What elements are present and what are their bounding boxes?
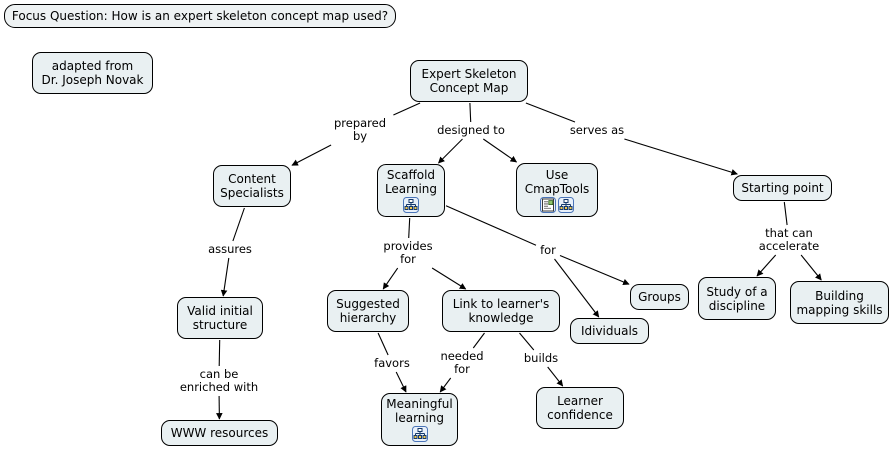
edge-link-to-needed-for	[472, 332, 485, 349]
concept-node-label: Valid initial structure	[187, 304, 253, 332]
edge-that-can-accelerate-to-study-of-a-discipline	[756, 254, 777, 277]
credit-box[interactable]: adapted from Dr. Joseph Novak	[32, 52, 153, 94]
concept-node-label: Suggested hierarchy	[336, 297, 400, 325]
edge-prepared-by-to-content-specialists	[291, 144, 332, 166]
edge-label-needed-for[interactable]: needed for	[440, 349, 484, 376]
concept-node-label: Study of a discipline	[706, 284, 768, 313]
edge-provides-for-to-suggested-hierarchy	[382, 267, 399, 290]
edge-link-to-builds	[519, 332, 535, 351]
edge-designed-to-to-use-cmaptools	[482, 138, 518, 163]
concept-map-icon[interactable]	[558, 196, 574, 213]
edge-that-can-accelerate-to-building-mapping-skills	[800, 254, 822, 281]
edge-skeleton-to-prepared-by	[393, 102, 421, 116]
edge-scaffold-learning-to-for	[445, 205, 537, 246]
concept-node-building-mapping-skills[interactable]: Building mapping skills	[790, 281, 889, 324]
concept-node-label: Expert Skeleton Concept Map	[421, 67, 517, 95]
concept-node-suggested-hierarchy[interactable]: Suggested hierarchy	[327, 290, 409, 332]
concept-node-label: Idividuals	[580, 324, 639, 338]
edge-label-that-can-accelerate[interactable]: that can accelerate	[758, 226, 820, 253]
edge-label-favors[interactable]: favors	[374, 356, 410, 370]
concept-node-label: Meaningful learning	[386, 397, 453, 425]
edge-serves-as-to-starting-point	[624, 138, 738, 176]
edge-label-prepared-by[interactable]: prepared by	[333, 116, 387, 143]
focus-question-text: Focus Question: How is an expert skeleto…	[11, 9, 389, 23]
concept-node-valid-initial-structure[interactable]: Valid initial structure	[177, 297, 263, 339]
concept-node-use-cmaptools[interactable]: Use CmapTools	[516, 163, 598, 217]
concept-map-icon[interactable]	[403, 197, 419, 213]
concept-node-label: Learner confidence	[547, 394, 613, 422]
edge-for-to-idividuals	[554, 258, 600, 318]
edge-skeleton-to-designed-to	[469, 102, 472, 123]
edge-suggested-hierarchy-to-favors	[377, 332, 389, 356]
credit-text: adapted from Dr. Joseph Novak	[41, 59, 144, 87]
concept-node-label: Groups	[638, 290, 681, 304]
concept-node-meaningful-learning[interactable]: Meaningful learning	[381, 393, 458, 446]
edge-content-specialists-to-assures	[232, 207, 245, 242]
concept-node-groups[interactable]: Groups	[630, 284, 689, 310]
concept-map-icon[interactable]	[411, 426, 428, 442]
edge-favors-to-meaningful-learning	[395, 371, 407, 393]
edge-label-serves-as[interactable]: serves as	[569, 123, 625, 137]
edge-label-assures[interactable]: assures	[208, 242, 252, 256]
concept-node-content-specialists[interactable]: Content Specialists	[213, 165, 291, 207]
edge-builds-to-learner-confidence	[547, 366, 564, 387]
concept-node-label: Building mapping skills	[796, 288, 883, 317]
edge-provides-for-to-link-to-learners-knowledge	[431, 267, 467, 290]
edge-label-designed-to[interactable]: designed to	[437, 123, 505, 137]
concept-node-www-resources[interactable]: WWW resources	[161, 420, 278, 446]
edge-skeleton-to-serves-as	[525, 102, 576, 123]
edge-for-to-groups	[559, 254, 630, 286]
node-icon-group	[411, 426, 428, 442]
concept-node-expert-skeleton-concept-map[interactable]: Expert Skeleton Concept Map	[410, 60, 528, 102]
concept-node-label: WWW resources	[170, 426, 269, 440]
edge-needed-for-to-meaningful-learning	[439, 377, 452, 393]
node-icon-group	[403, 197, 419, 213]
focus-question-box[interactable]: Focus Question: How is an expert skeleto…	[4, 4, 396, 28]
edge-assures-to-valid-initial-structure	[220, 257, 230, 297]
concept-node-label: Link to learner's knowledge	[452, 297, 550, 325]
concept-node-label: Starting point	[741, 181, 824, 195]
concept-node-scaffold-learning[interactable]: Scaffold Learning	[377, 164, 445, 217]
concept-node-label: Scaffold Learning	[384, 168, 438, 196]
concept-node-label: Content Specialists	[220, 172, 284, 200]
edge-valid-initial-structure-to-can-be-enriched-with	[218, 339, 221, 367]
concept-node-starting-point[interactable]: Starting point	[733, 175, 832, 201]
resource-document-icon[interactable]	[540, 196, 556, 213]
concept-node-study-of-a-discipline[interactable]: Study of a discipline	[698, 277, 776, 320]
edge-starting-point-to-that-can-accelerate	[783, 201, 788, 226]
concept-node-label: Use CmapTools	[524, 167, 590, 196]
edge-label-can-be-enriched-with[interactable]: can be enriched with	[179, 367, 259, 394]
concept-node-idividuals[interactable]: Idividuals	[570, 318, 649, 344]
concept-node-learner-confidence[interactable]: Learner confidence	[536, 387, 624, 429]
edge-label-for[interactable]: for	[540, 243, 556, 257]
node-icon-group	[540, 196, 574, 213]
edge-label-builds[interactable]: builds	[523, 351, 559, 365]
edge-designed-to-to-scaffold-learning	[438, 138, 463, 164]
edge-scaffold-learning-to-provides-for	[408, 217, 411, 239]
edge-label-provides-for[interactable]: provides for	[383, 239, 433, 266]
concept-node-link-to-learners-knowledge[interactable]: Link to learner's knowledge	[442, 290, 560, 332]
